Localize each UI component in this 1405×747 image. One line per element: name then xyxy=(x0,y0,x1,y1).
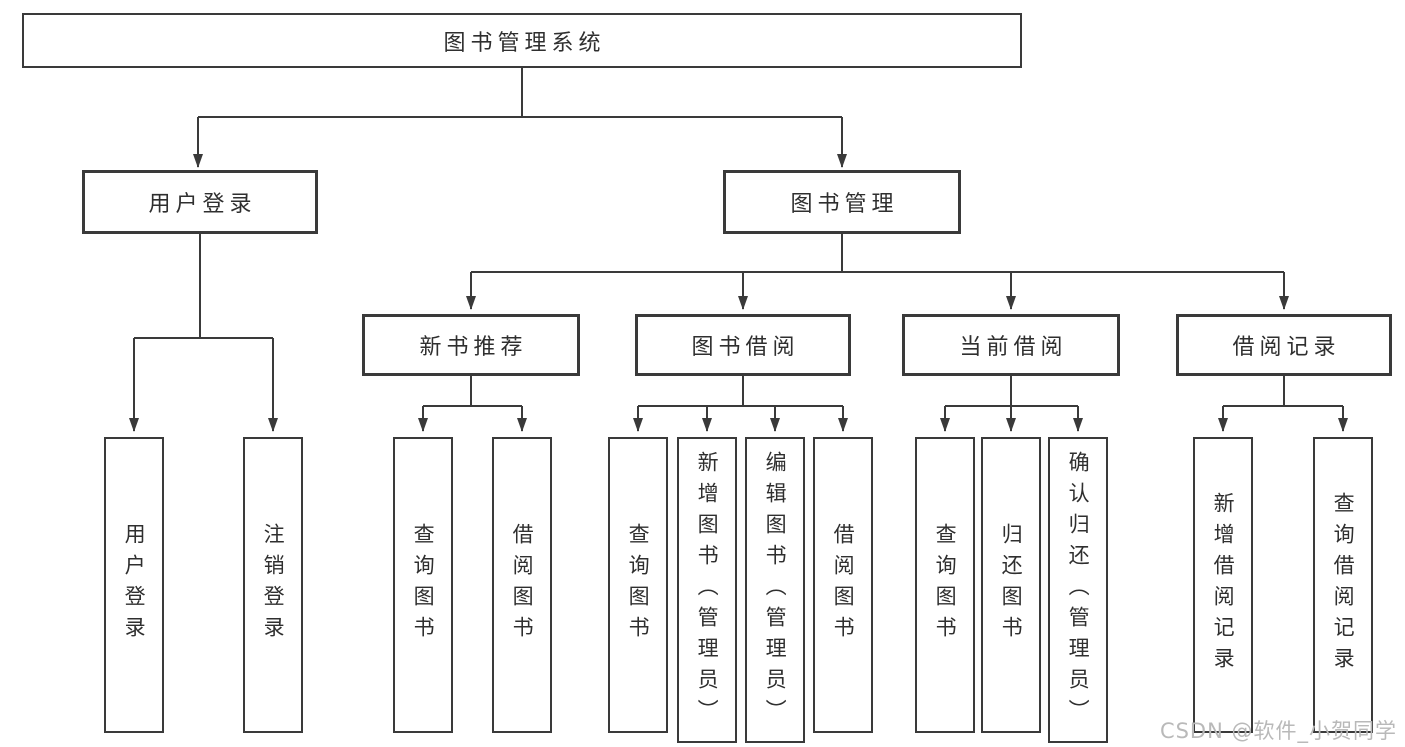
node-query-book-current: 查询图书 xyxy=(915,437,975,733)
node-logout-label: 注销登录 xyxy=(261,523,286,647)
node-query-borrow-record-label: 查询借阅记录 xyxy=(1331,492,1356,678)
node-edit-book-admin: 编辑图书（管理员） xyxy=(745,437,805,743)
node-query-borrow-record: 查询借阅记录 xyxy=(1313,437,1373,733)
node-logout: 注销登录 xyxy=(243,437,303,733)
node-add-borrow-record-label: 新增借阅记录 xyxy=(1211,492,1236,678)
node-user-login-label: 用户登录 xyxy=(148,192,257,217)
node-confirm-return-admin-label: 确认归还（管理员） xyxy=(1066,450,1091,730)
node-borrow-book-leaf-label: 借阅图书 xyxy=(831,523,856,647)
node-user-login: 用户登录 xyxy=(82,170,318,234)
node-new-book-recommend: 新书推荐 xyxy=(362,314,580,376)
node-library-system-label: 图书管理系统 xyxy=(443,30,606,56)
node-add-book-admin-label: 新增图书（管理员） xyxy=(695,450,720,730)
node-add-book-admin: 新增图书（管理员） xyxy=(677,437,737,743)
node-add-borrow-record: 新增借阅记录 xyxy=(1193,437,1253,733)
node-library-system: 图书管理系统 xyxy=(22,13,1022,68)
node-edit-book-admin-label: 编辑图书（管理员） xyxy=(763,450,788,730)
node-query-book-current-label: 查询图书 xyxy=(933,523,958,647)
node-borrowing-records-label: 借阅记录 xyxy=(1232,335,1341,360)
node-current-borrowing: 当前借阅 xyxy=(902,314,1120,376)
node-user-login-leaf-label: 用户登录 xyxy=(122,523,147,647)
node-borrow-book-leaf: 借阅图书 xyxy=(813,437,873,733)
node-return-book-label: 归还图书 xyxy=(999,523,1024,647)
node-book-management: 图书管理 xyxy=(723,170,961,234)
node-confirm-return-admin: 确认归还（管理员） xyxy=(1048,437,1108,743)
node-borrowing-records: 借阅记录 xyxy=(1176,314,1392,376)
node-query-book-borrowing: 查询图书 xyxy=(608,437,668,733)
node-return-book: 归还图书 xyxy=(981,437,1041,733)
node-book-management-label: 图书管理 xyxy=(790,192,899,217)
csdn-watermark: CSDN @软件_小贺同学 xyxy=(1159,719,1397,743)
node-query-book-recommend: 查询图书 xyxy=(393,437,453,733)
node-borrow-book-recommend: 借阅图书 xyxy=(492,437,552,733)
node-borrow-book-recommend-label: 借阅图书 xyxy=(510,523,535,647)
node-book-borrowing-label: 图书借阅 xyxy=(691,335,800,360)
node-new-book-recommend-label: 新书推荐 xyxy=(419,335,528,360)
node-query-book-borrowing-label: 查询图书 xyxy=(626,523,651,647)
node-query-book-recommend-label: 查询图书 xyxy=(411,523,436,647)
node-current-borrowing-label: 当前借阅 xyxy=(959,335,1068,360)
node-book-borrowing: 图书借阅 xyxy=(635,314,851,376)
node-user-login-leaf: 用户登录 xyxy=(104,437,164,733)
